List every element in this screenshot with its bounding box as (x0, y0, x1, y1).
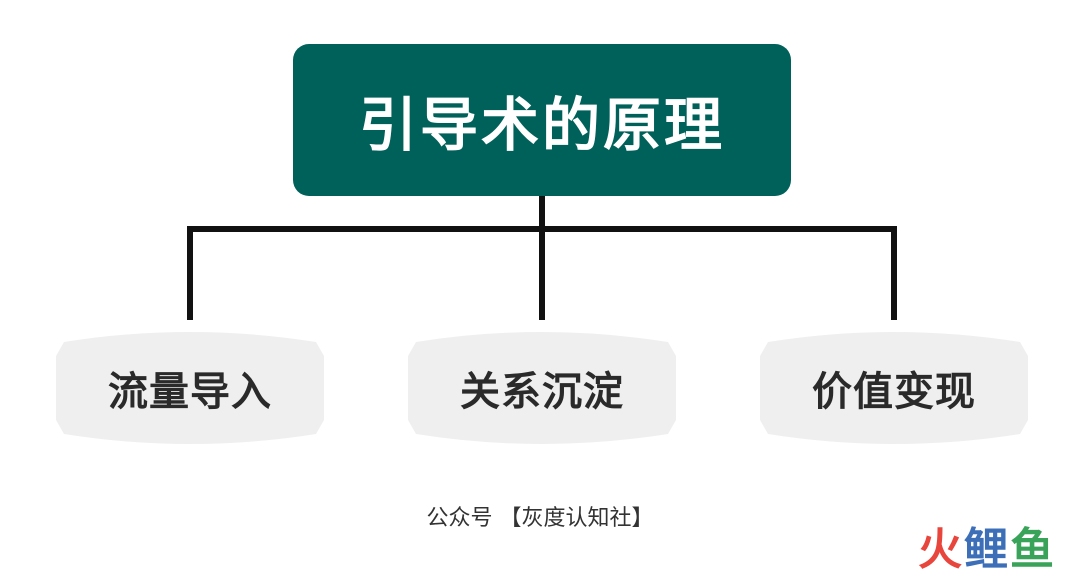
child-node-monetization: 价值变现 (760, 330, 1028, 446)
watermark-char: 鱼 (1010, 524, 1056, 575)
source-caption: 公众号 【灰度认知社】 (426, 506, 654, 531)
root-title: 引导术的原理 (358, 91, 725, 159)
root-node: 引导术的原理 (293, 44, 791, 196)
child-node-label: 价值变现 (812, 369, 976, 415)
child-node-shape (760, 332, 1028, 444)
child-node-label: 流量导入 (108, 369, 272, 415)
child-node-label: 关系沉淀 (460, 369, 624, 415)
child-node-relationship: 关系沉淀 (408, 330, 676, 446)
child-node-shape (56, 332, 324, 444)
watermark-char: 火 (918, 524, 964, 575)
watermark-logo: 火鲤鱼 (918, 513, 1056, 577)
watermark-char: 鲤 (964, 524, 1010, 575)
child-node-traffic: 流量导入 (56, 330, 324, 446)
child-node-shape (408, 332, 676, 444)
